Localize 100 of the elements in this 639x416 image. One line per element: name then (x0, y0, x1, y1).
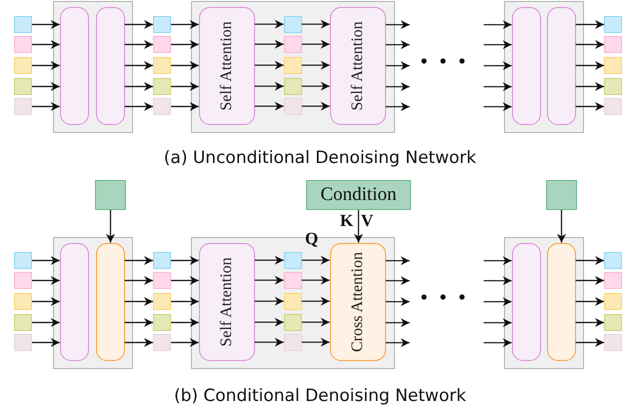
arrow (557, 210, 566, 243)
arrow (484, 40, 512, 50)
arrow (386, 318, 410, 328)
arrow (302, 296, 330, 306)
layer-block (60, 242, 89, 361)
token-square (14, 78, 32, 95)
arrow (576, 102, 604, 111)
arrow (32, 102, 60, 111)
attention-block (198, 242, 255, 361)
token-square (604, 334, 622, 351)
token-square (284, 272, 302, 289)
token-square (153, 252, 171, 269)
arrow (124, 20, 153, 29)
arrow (32, 256, 60, 265)
arrow (386, 338, 410, 348)
arrow (386, 20, 410, 30)
network-block (504, 1, 584, 133)
arrow (386, 256, 410, 266)
query-label: Q (305, 229, 318, 249)
arrow (171, 276, 199, 285)
arrow (254, 20, 284, 29)
arrow (576, 276, 604, 285)
arrow (254, 338, 284, 347)
condition-square (95, 180, 126, 210)
arrow (302, 60, 330, 70)
token-square (14, 57, 32, 74)
arrow (254, 276, 284, 285)
arrow (171, 82, 199, 91)
arrow (171, 338, 199, 347)
token-square (153, 98, 171, 115)
arrow (576, 20, 604, 29)
layer-block (60, 6, 89, 125)
arrow (386, 102, 410, 112)
arrow (171, 256, 199, 265)
arrow (254, 296, 284, 306)
arrow (32, 40, 60, 49)
arrow (576, 82, 604, 91)
token-square (153, 78, 171, 95)
layer-block (546, 6, 576, 125)
arrow (124, 318, 153, 327)
arrow (171, 297, 199, 306)
network-block (53, 237, 133, 369)
token-square (14, 314, 32, 331)
token-square (14, 252, 32, 269)
arrow (302, 20, 330, 29)
arrow (171, 61, 199, 70)
token-square (284, 314, 302, 331)
token-square (604, 78, 622, 95)
arrow (576, 297, 604, 306)
token-square (284, 334, 302, 351)
token-square (14, 272, 32, 289)
token-square (153, 16, 171, 33)
token-square (14, 36, 32, 53)
condition-label: Condition (320, 184, 396, 206)
arrow (576, 61, 604, 70)
arrow (32, 338, 60, 347)
arrow (386, 297, 410, 306)
token-square (604, 98, 622, 115)
network-block (504, 237, 584, 369)
arrow (254, 318, 284, 327)
arrow (576, 256, 604, 265)
token-square (14, 16, 32, 33)
arrow (302, 40, 330, 49)
token-square (604, 272, 622, 289)
layer-block (96, 6, 125, 125)
token-square (284, 252, 302, 269)
key-label: K (340, 211, 354, 231)
arrow (171, 20, 199, 29)
arrow (484, 276, 512, 286)
arrow (484, 20, 512, 30)
block-label: Self Attention (348, 21, 367, 110)
arrow (576, 40, 604, 49)
arrow (302, 338, 330, 347)
block-label: Self Attention (218, 257, 236, 346)
arrow (386, 40, 410, 50)
token-square (14, 98, 32, 115)
arrow (124, 102, 153, 111)
arrow (386, 82, 410, 92)
block-label: Self Attention (218, 21, 236, 110)
arrow (124, 276, 153, 285)
arrow (124, 61, 153, 70)
arrow (484, 61, 512, 70)
attention-block (198, 6, 255, 125)
caption: (a) Unconditional Denoising Network (164, 148, 476, 168)
arrow (32, 20, 60, 29)
value-label: V (361, 211, 374, 231)
network-block (191, 1, 395, 133)
arrow (484, 102, 512, 112)
arrow (171, 102, 199, 111)
token-square (14, 293, 32, 310)
token-square (153, 334, 171, 351)
token-square (284, 98, 302, 115)
arrow (576, 318, 604, 327)
token-square (604, 16, 622, 33)
arrow (254, 60, 284, 70)
arrow (124, 40, 153, 49)
token-square (153, 293, 171, 310)
token-square (153, 272, 171, 289)
arrow (302, 82, 330, 91)
condition-square (546, 180, 577, 210)
